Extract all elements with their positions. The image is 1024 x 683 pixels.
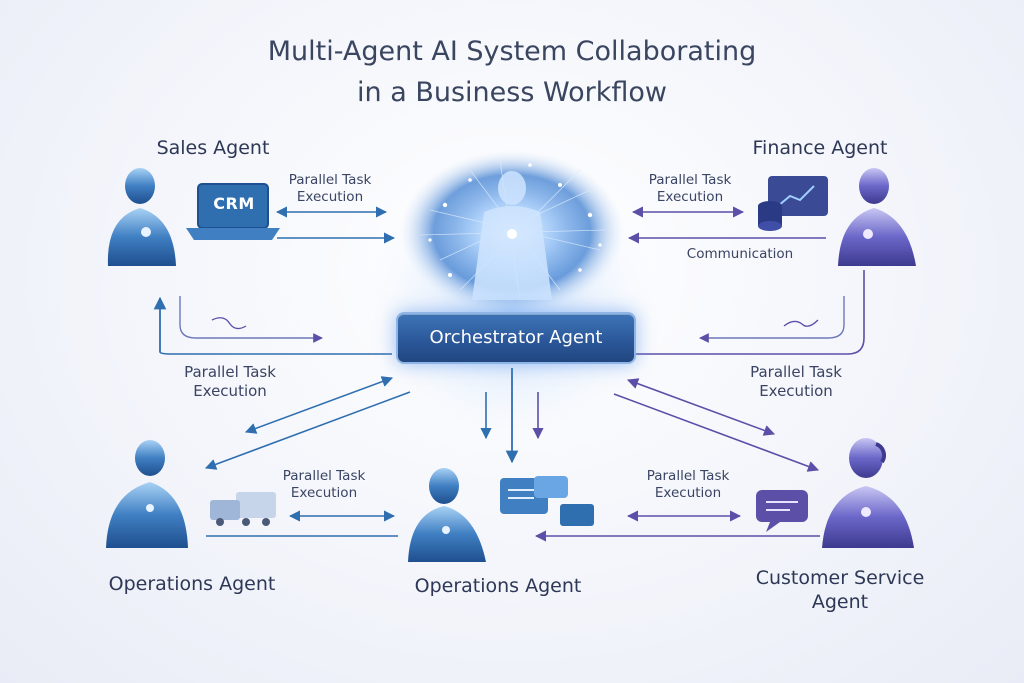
edge-label-right-mid: Parallel Task Execution [726, 363, 866, 401]
line-sales-orch [159, 351, 392, 355]
edge-label-sales: Parallel Task Execution [270, 172, 390, 206]
arrow-finance-inner [699, 296, 845, 343]
edge-label-ops-l1: Parallel Task [282, 468, 366, 484]
edge-label-cs-l2: Execution [654, 485, 722, 501]
title-line-2: in a Business Workflow [357, 77, 667, 108]
edge-label-finance-l1: Parallel Task [648, 172, 732, 188]
edge-label-left-mid-l2: Execution [193, 382, 267, 400]
squiggle-right [783, 319, 819, 327]
delivery-trucks-icon [210, 492, 276, 526]
edge-label-finance: Parallel Task Execution [630, 172, 750, 206]
crm-label: CRM [213, 194, 255, 213]
line-finance-orch [634, 270, 865, 355]
edge-label-ops: Parallel Task Execution [264, 468, 384, 502]
neural-nodes [428, 163, 602, 277]
edge-label-cs-l1: Parallel Task [646, 468, 730, 484]
sales-robot-icon [107, 168, 176, 266]
customer-service-label-line-1: Customer Service [755, 567, 925, 589]
chat-bubble-icon [756, 490, 808, 532]
customer-service-label-line-2: Agent [811, 591, 869, 613]
squiggle-left [211, 317, 247, 330]
finance-dashboard-icon [758, 176, 828, 231]
edge-label-cs: Parallel Task Execution [628, 468, 748, 502]
core-light [507, 229, 517, 239]
operations-left-robot-icon [106, 440, 188, 548]
edge-label-left-mid-l1: Parallel Task [184, 363, 276, 381]
operations-left-agent-label: Operations Agent [108, 573, 276, 595]
edge-label-right-mid-l1: Parallel Task [750, 363, 842, 381]
arrow-orch-cs-2 [613, 393, 820, 472]
sales-agent-label: Sales Agent [156, 137, 270, 159]
orchestrator-figure-icon [472, 171, 552, 300]
crm-laptop-icon [186, 183, 280, 240]
customer-service-robot-icon [822, 438, 914, 548]
edge-label-right-mid-l2: Execution [759, 382, 833, 400]
title-line-1: Multi-Agent AI System Collaborating [267, 36, 757, 67]
finance-robot-icon [838, 168, 916, 266]
customer-service-agent-label: Customer Service Agent [740, 566, 940, 614]
arrow-orch-opsleft-1 [244, 376, 394, 434]
arrow-orch-opsleft-2 [204, 391, 411, 470]
orchestrator-agent-box: Orchestrator Agent [396, 312, 636, 364]
edge-label-sales-l1: Parallel Task [288, 172, 372, 188]
operations-center-agent-label: Operations Agent [414, 575, 582, 597]
edge-label-sales-l2: Execution [296, 189, 364, 205]
chat-screens-icon [500, 476, 594, 526]
arrow-sales-inner [179, 296, 323, 343]
operations-center-robot-icon [408, 468, 486, 562]
finance-agent-label: Finance Agent [752, 137, 888, 159]
edge-label-finance-l2: Execution [656, 189, 724, 205]
edge-label-left-mid: Parallel Task Execution [160, 363, 300, 401]
edge-label-ops-l2: Execution [290, 485, 358, 501]
edge-label-communication: Communication [686, 246, 794, 262]
arrow-orch-cs-1 [626, 378, 776, 436]
